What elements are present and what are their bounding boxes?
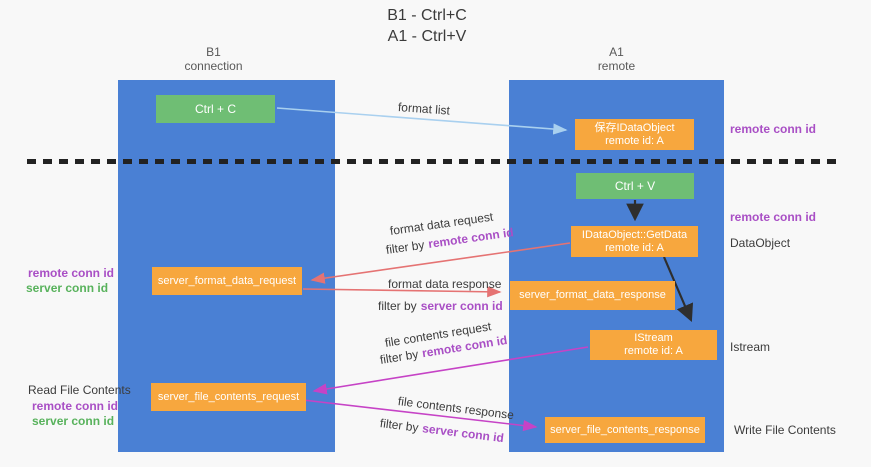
istream-box: IStream remote id: A <box>590 330 717 360</box>
remote-conn-id-label-left1: remote conn id <box>28 266 115 280</box>
istream-line1: IStream <box>634 332 673 344</box>
lane-header-a1: A1 remote <box>509 45 724 73</box>
dashed-separator-line <box>27 159 836 164</box>
file-contents-response-label: file contents response <box>397 394 515 423</box>
lane-header-b1: B1 connection <box>106 45 321 73</box>
format-data-response-label: format data response <box>388 277 502 291</box>
format-request-label: server_format_data_request <box>157 274 297 287</box>
ctrl-c-box: Ctrl + C <box>156 95 275 123</box>
title-line-1: B1 - Ctrl+C <box>387 7 467 24</box>
format-response-label: server_format_data_response <box>519 289 666 301</box>
remote-conn-id-label-mid: remote conn id <box>730 210 817 224</box>
filter-by-text: filter by <box>378 299 417 313</box>
server-file-contents-response-box: server_file_contents_response <box>545 417 705 443</box>
ctrl-c-label: Ctrl + C <box>194 101 236 116</box>
dataobject-label: DataObject <box>730 236 791 250</box>
title-line-2: A1 - Ctrl+V <box>387 28 467 45</box>
lane-a1-subtitle: remote <box>597 59 636 73</box>
filter-by-text: filter by <box>385 237 426 257</box>
saved-dataobject-box: 保存IDataObject remote id: A <box>575 119 694 150</box>
remote-conn-id-label-left2: remote conn id <box>32 399 119 413</box>
lane-b1-title: B1 <box>206 45 221 59</box>
ctrl-v-label: Ctrl + V <box>614 178 656 193</box>
file-response-label: server_file_contents_response <box>550 423 700 436</box>
filter-by-text: filter by <box>379 416 420 435</box>
file-request-label: server_file_contents_request <box>157 390 300 403</box>
lane-b1-subtitle: connection <box>184 59 243 73</box>
idataobject-getdata-box: IDataObject::GetData remote id: A <box>571 226 698 257</box>
read-file-contents-label: Read File Contents <box>28 383 131 397</box>
saved-dataobject-line1: 保存IDataObject <box>594 121 675 134</box>
saved-dataobject-line2: remote id: A <box>605 134 664 147</box>
write-file-contents-label: Write File Contents <box>734 423 836 437</box>
getdata-line1: IDataObject::GetData <box>581 228 688 241</box>
ctrl-v-box: Ctrl + V <box>576 173 694 199</box>
server-format-data-response-box: server_format_data_response <box>510 281 675 310</box>
server-conn-id-text: server conn id <box>420 299 503 313</box>
istream-line2: remote id: A <box>624 345 683 357</box>
getdata-line2: remote id: A <box>605 241 664 254</box>
server-conn-id-label-left2: server conn id <box>32 414 115 428</box>
remote-conn-id-label-top: remote conn id <box>730 122 817 136</box>
server-format-data-request-box: server_format_data_request <box>152 267 302 295</box>
server-file-contents-request-box: server_file_contents_request <box>151 383 306 411</box>
server-conn-id-text: server conn id <box>421 421 505 446</box>
server-conn-id-label-left1: server conn id <box>26 281 109 295</box>
lane-a1-title: A1 <box>609 45 624 59</box>
filter-by-text: filter by <box>378 347 420 367</box>
format-list-label: format list <box>397 100 451 118</box>
diagram-title: B1 - Ctrl+C A1 - Ctrl+V <box>267 5 587 47</box>
istream-side-label: Istream <box>730 340 771 354</box>
